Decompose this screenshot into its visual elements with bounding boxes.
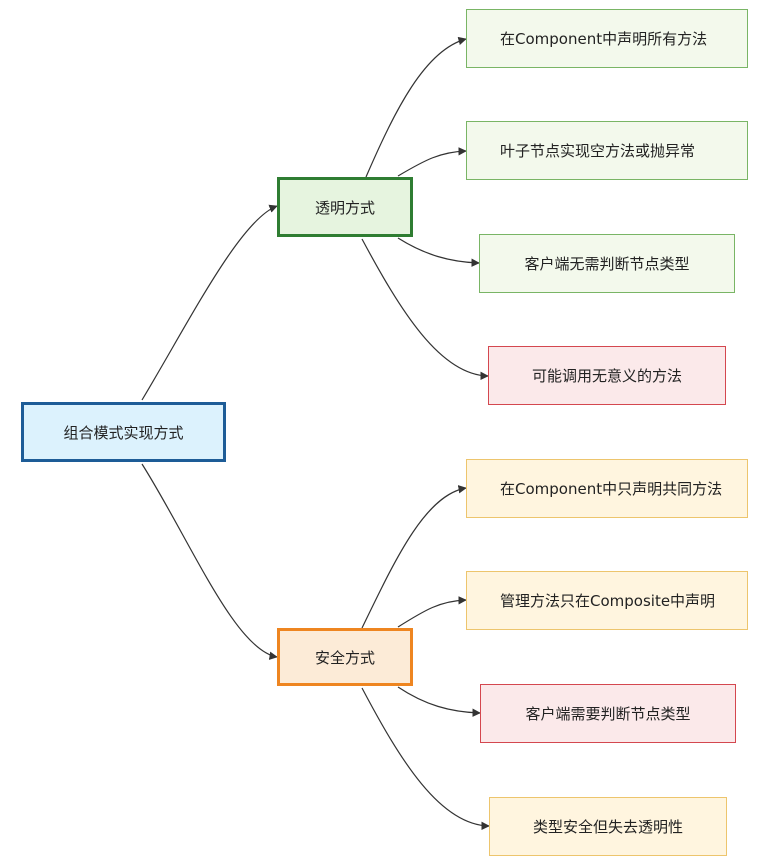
leaf-label: 客户端无需判断节点类型 bbox=[524, 255, 690, 273]
connector-safe-to-leaf-1 bbox=[361, 485, 467, 629]
branch-node-safe-label: 安全方式 bbox=[314, 648, 375, 667]
leaf-node-transparent-1[interactable]: 在Component中声明所有方法 bbox=[466, 9, 748, 68]
leaf-label: 类型安全但失去透明性 bbox=[532, 818, 683, 836]
connector-safe-to-leaf-2 bbox=[397, 596, 467, 628]
connector-transparent-to-leaf-2 bbox=[397, 147, 467, 177]
leaf-node-safe-3[interactable]: 客户端需要判断节点类型 bbox=[480, 684, 736, 743]
leaf-node-safe-2[interactable]: 管理方法只在Composite中声明 bbox=[466, 571, 748, 630]
leaf-node-transparent-2[interactable]: 叶子节点实现空方法或抛异常 bbox=[466, 121, 748, 180]
connector-safe-to-leaf-4 bbox=[361, 687, 490, 831]
leaf-label: 可能调用无意义的方法 bbox=[531, 367, 682, 385]
root-node[interactable]: 组合模式实现方式 bbox=[21, 402, 226, 462]
connector-transparent-to-leaf-4 bbox=[361, 238, 489, 381]
connector-transparent-to-leaf-1 bbox=[365, 36, 467, 178]
leaf-label: 在Component中声明所有方法 bbox=[500, 30, 708, 48]
branch-node-transparent-label: 透明方式 bbox=[314, 198, 375, 217]
leaf-label: 在Component中只声明共同方法 bbox=[500, 480, 723, 498]
leaf-node-safe-1[interactable]: 在Component中只声明共同方法 bbox=[466, 459, 748, 518]
connector-root-to-transparent bbox=[141, 204, 278, 401]
branch-node-transparent[interactable]: 透明方式 bbox=[277, 177, 413, 237]
root-node-label: 组合模式实现方式 bbox=[63, 423, 184, 442]
connector-transparent-to-leaf-3 bbox=[397, 237, 480, 267]
connector-safe-to-leaf-3 bbox=[397, 686, 481, 717]
branch-node-safe[interactable]: 安全方式 bbox=[277, 628, 413, 686]
connector-root-to-safe bbox=[141, 463, 278, 660]
leaf-node-transparent-4[interactable]: 可能调用无意义的方法 bbox=[488, 346, 726, 405]
leaf-node-safe-4[interactable]: 类型安全但失去透明性 bbox=[489, 797, 727, 856]
leaf-label: 管理方法只在Composite中声明 bbox=[500, 592, 716, 610]
leaf-label: 客户端需要判断节点类型 bbox=[525, 705, 691, 723]
leaf-node-transparent-3[interactable]: 客户端无需判断节点类型 bbox=[479, 234, 735, 293]
leaf-label: 叶子节点实现空方法或抛异常 bbox=[500, 142, 696, 160]
